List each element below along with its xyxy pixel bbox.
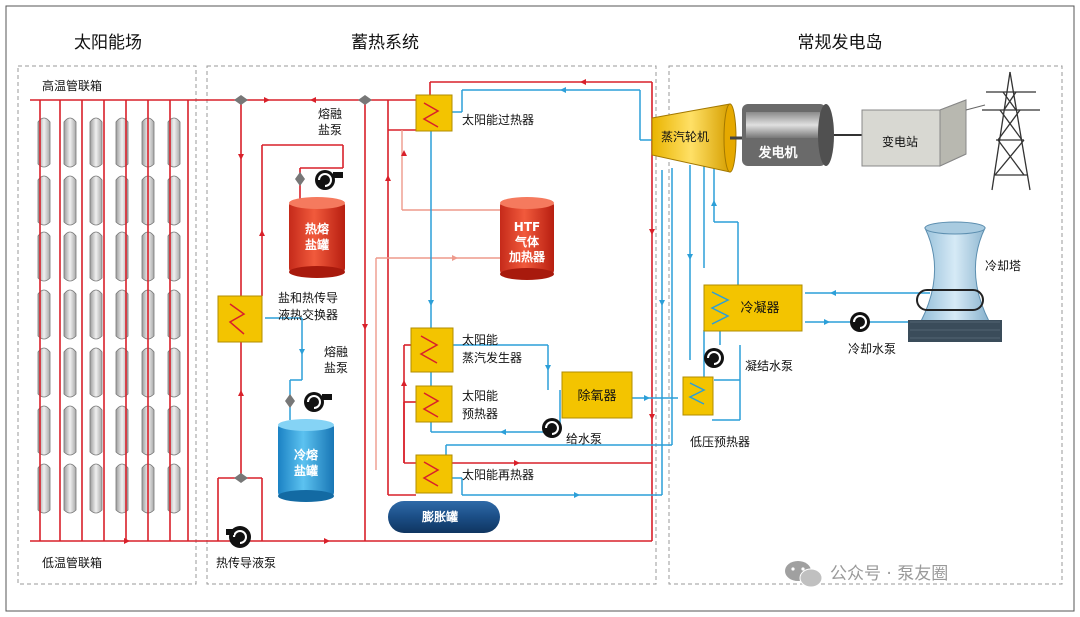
- molten-salt-pump-top-label-2: 盐泵: [318, 123, 342, 137]
- steam-generator-label-1: 太阳能: [462, 332, 498, 347]
- hot-salt-tank-label-2: 盐罐: [305, 237, 329, 252]
- molten-salt-pump-bottom-label-2: 盐泵: [324, 361, 348, 375]
- condenser: [703, 284, 803, 332]
- collector-trough: [115, 117, 129, 168]
- transmission-tower-icon: [982, 71, 1040, 191]
- collector-trough: [89, 289, 103, 340]
- hot-header-label: 高温管联箱: [42, 78, 102, 93]
- collector-trough: [115, 405, 129, 456]
- outer-frame: [5, 5, 1075, 612]
- low-pressure-heater: [682, 376, 714, 416]
- feed-water-pump: [542, 418, 562, 438]
- molten-salt-pump-bottom: [304, 392, 332, 412]
- substation-label: 变电站: [882, 134, 918, 149]
- cooling-pump-label: 冷却水泵: [848, 342, 896, 356]
- watermark-text: 公众号 · 泵友圈: [830, 564, 948, 584]
- expansion-tank: [388, 501, 500, 533]
- feed-pump-label: 给水泵: [566, 432, 602, 446]
- generator: [730, 104, 862, 166]
- solar-field-region: [17, 65, 197, 585]
- expansion-tank-label: 膨胀罐: [421, 509, 458, 524]
- htf-heater-label-1: HTF: [514, 220, 540, 234]
- collector-trough: [89, 175, 103, 226]
- condensate-pump-label: 凝结水泵: [745, 358, 793, 373]
- solar-superheater: [415, 94, 453, 132]
- preheater-label-1: 太阳能: [462, 388, 498, 403]
- collector-trough: [63, 463, 77, 514]
- condensate-pump: [704, 348, 724, 368]
- cold-header-label: 低温管联箱: [42, 555, 102, 570]
- solar-steam-generator: [410, 327, 454, 373]
- cold-salt-tank-label-1: 冷熔: [294, 447, 319, 462]
- section-title-solar-field: 太阳能场: [74, 33, 142, 53]
- collector-trough: [63, 347, 77, 398]
- molten-salt-pump-bottom-label-1: 熔融: [324, 344, 348, 359]
- htf-gas-heater: [500, 197, 554, 280]
- collector-trough: [89, 117, 103, 168]
- cold-salt-tank: [278, 419, 334, 502]
- molten-salt-pump-top-label-1: 熔融: [318, 106, 342, 121]
- salt-htf-exchanger: [217, 295, 263, 343]
- collector-trough: [115, 231, 129, 282]
- hot-flow-arrows: [124, 79, 655, 544]
- lp-heater-label: 低压预热器: [690, 435, 750, 449]
- collector-trough: [89, 463, 103, 514]
- collector-trough: [115, 175, 129, 226]
- salt-htf-exchanger-label-2: 液热交换器: [278, 307, 338, 322]
- cooling-water-pump: [850, 312, 870, 332]
- steam-generator-label-2: 蒸汽发生器: [462, 350, 522, 365]
- collector-trough: [63, 289, 77, 340]
- htf-pump: [226, 526, 251, 548]
- salt-htf-exchanger-label-1: 盐和热传导: [278, 290, 338, 305]
- htf-heater-label-2: 气体: [514, 234, 540, 249]
- section-title-storage: 蓄热系统: [351, 33, 419, 53]
- collector-trough: [89, 405, 103, 456]
- collector-trough: [63, 117, 77, 168]
- generator-label: 发电机: [757, 145, 797, 161]
- collector-trough: [63, 175, 77, 226]
- deaerator-label: 除氧器: [577, 389, 616, 404]
- solar-preheater: [415, 385, 453, 423]
- solar-reheater: [415, 454, 453, 494]
- turbine-label: 蒸汽轮机: [661, 129, 709, 144]
- cooling-tower: [908, 221, 1002, 342]
- collector-trough: [89, 231, 103, 282]
- wechat-logo-icon: [785, 561, 823, 588]
- valves: [234, 95, 372, 483]
- cooling-tower-label: 冷却塔: [985, 259, 1021, 273]
- collector-trough: [63, 405, 77, 456]
- section-title-power-island: 常规发电岛: [798, 33, 883, 53]
- superheater-label: 太阳能过热器: [462, 112, 534, 127]
- power-island-region: [668, 65, 1063, 585]
- condenser-label: 冷凝器: [740, 300, 779, 316]
- collector-trough: [115, 347, 129, 398]
- molten-salt-pump-top: [315, 170, 343, 190]
- collector-trough: [89, 347, 103, 398]
- htf-heater-label-3: 加热器: [508, 249, 546, 264]
- hot-salt-tank: [289, 197, 345, 278]
- cold-salt-tank-label-2: 盐罐: [294, 463, 318, 478]
- collector-trough: [63, 231, 77, 282]
- htf-heater-lines: [375, 130, 508, 470]
- preheater-label-2: 预热器: [462, 407, 498, 421]
- hot-fluid-lines: [30, 81, 653, 542]
- substation: [861, 99, 986, 167]
- collector-trough: [115, 463, 129, 514]
- hot-salt-tank-label-1: 热熔: [305, 221, 330, 236]
- water-flow-arrows: [299, 87, 836, 498]
- storage-region: [206, 65, 657, 585]
- reheater-label: 太阳能再热器: [462, 467, 534, 482]
- deaerator: [561, 371, 633, 419]
- collector-trough: [115, 289, 129, 340]
- htf-pump-label: 热传导液泵: [216, 555, 276, 570]
